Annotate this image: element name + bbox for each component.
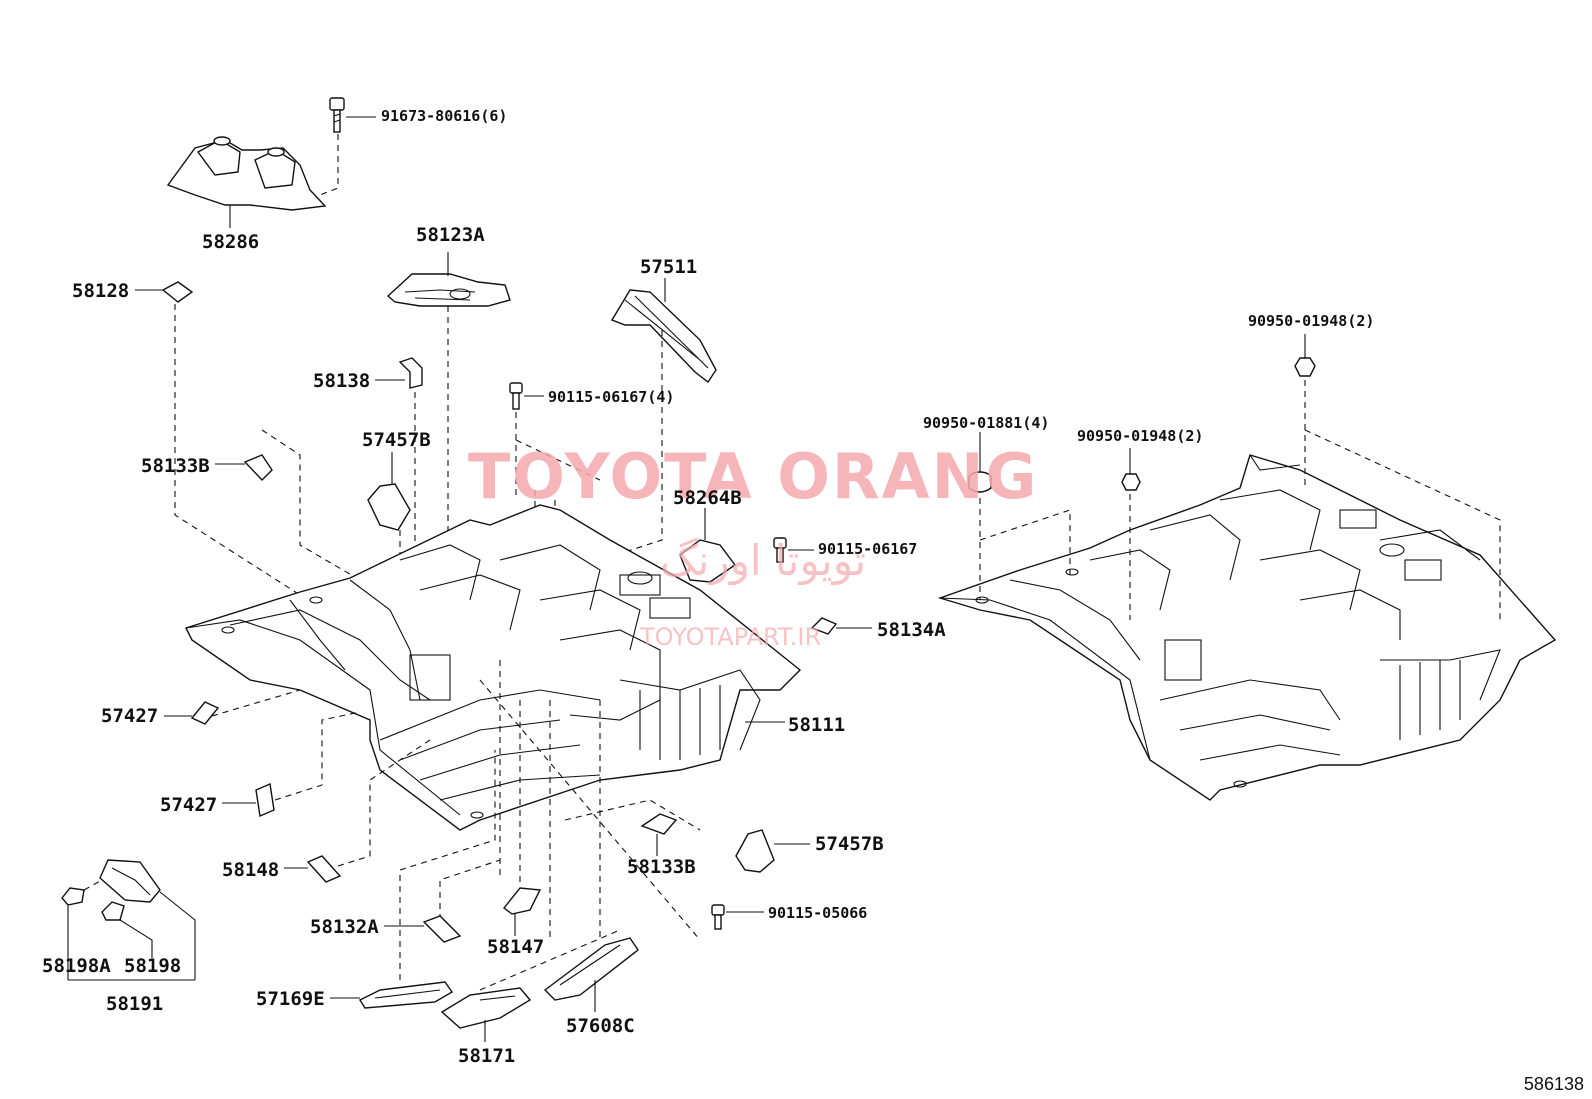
floor-pan-right bbox=[937, 454, 1557, 801]
watermark-persian: تویوتا اورنگ bbox=[660, 536, 867, 585]
bracket-58133B-left bbox=[215, 429, 361, 581]
clip-58132A bbox=[384, 915, 462, 943]
clip-90950-01948-mid bbox=[1121, 448, 1141, 620]
floor-pan-58111 bbox=[185, 504, 802, 831]
clip-57427-a bbox=[164, 701, 220, 725]
diagram-code: 586138 bbox=[1523, 1074, 1584, 1094]
bolt-90115-05066 bbox=[711, 904, 764, 930]
bracket-58171 bbox=[440, 987, 532, 1042]
clip-58128 bbox=[135, 281, 301, 596]
label-58132A: 58132A bbox=[310, 916, 379, 938]
label-57427-a: 57427 bbox=[101, 705, 159, 727]
label-90950-01948-top: 90950-01948(2) bbox=[1248, 312, 1375, 330]
label-58138: 58138 bbox=[313, 370, 371, 392]
label-58148: 58148 bbox=[222, 859, 280, 881]
label-57427-b: 57427 bbox=[160, 794, 218, 816]
label-91673-80616: 91673-80616(6) bbox=[381, 107, 508, 125]
label-57169E: 57169E bbox=[256, 988, 325, 1010]
label-90115-05066: 90115-05066 bbox=[768, 904, 868, 922]
reinforcement-57608C bbox=[543, 937, 639, 1012]
label-58171: 58171 bbox=[458, 1045, 516, 1067]
bracket-58138 bbox=[375, 357, 423, 560]
label-58128: 58128 bbox=[72, 280, 130, 302]
clip-90950-01948-top bbox=[1294, 334, 1501, 620]
label-90950-01948-mid: 90950-01948(2) bbox=[1077, 427, 1204, 445]
label-58264B: 58264B bbox=[673, 487, 742, 509]
grommet-58191 bbox=[61, 859, 196, 981]
label-57511: 57511 bbox=[640, 256, 698, 278]
pad-58264B bbox=[679, 508, 736, 583]
bolt-90115-06167 bbox=[773, 537, 814, 563]
bracket-57511 bbox=[599, 278, 717, 561]
bracket-57457B-top bbox=[367, 452, 411, 600]
shift-boot-58286 bbox=[166, 136, 327, 228]
bracket-58147 bbox=[503, 887, 542, 936]
label-58134A: 58134A bbox=[877, 619, 946, 641]
label-58123A: 58123A bbox=[416, 224, 485, 246]
label-58198A: 58198A bbox=[42, 955, 111, 977]
grommet-90950-01881 bbox=[968, 432, 1071, 600]
label-90950-01881: 90950-01881(4) bbox=[923, 414, 1050, 432]
clip-58134A bbox=[810, 617, 872, 635]
label-57608C: 57608C bbox=[566, 1015, 635, 1037]
label-90115-06167: 90115-06167 bbox=[818, 540, 918, 558]
watermark-title: TOYOTA ORANG bbox=[468, 440, 1039, 513]
clip-57427-b bbox=[222, 783, 275, 817]
bolt-90115-06167-4 bbox=[509, 382, 601, 700]
label-58147: 58147 bbox=[487, 936, 545, 958]
clip-58148 bbox=[284, 855, 342, 883]
label-58198: 58198 bbox=[124, 955, 182, 977]
label-58111: 58111 bbox=[788, 714, 846, 736]
leader-lines-left bbox=[211, 660, 701, 991]
bracket-57457B-bottom bbox=[735, 829, 810, 873]
bracket-58133B-bottom bbox=[640, 813, 678, 856]
label-58133B-left: 58133B bbox=[141, 455, 210, 477]
label-58191: 58191 bbox=[106, 993, 164, 1015]
label-57457B-top: 57457B bbox=[362, 429, 431, 451]
watermark-site: TOYOTAPART.IR bbox=[640, 623, 822, 651]
label-58133B-bottom: 58133B bbox=[627, 856, 696, 878]
label-58286: 58286 bbox=[202, 231, 260, 253]
bracket-57169E bbox=[330, 981, 454, 1009]
label-57457B-bottom: 57457B bbox=[815, 833, 884, 855]
label-90115-06167-4: 90115-06167(4) bbox=[548, 388, 675, 406]
bolt-91673 bbox=[311, 97, 376, 199]
